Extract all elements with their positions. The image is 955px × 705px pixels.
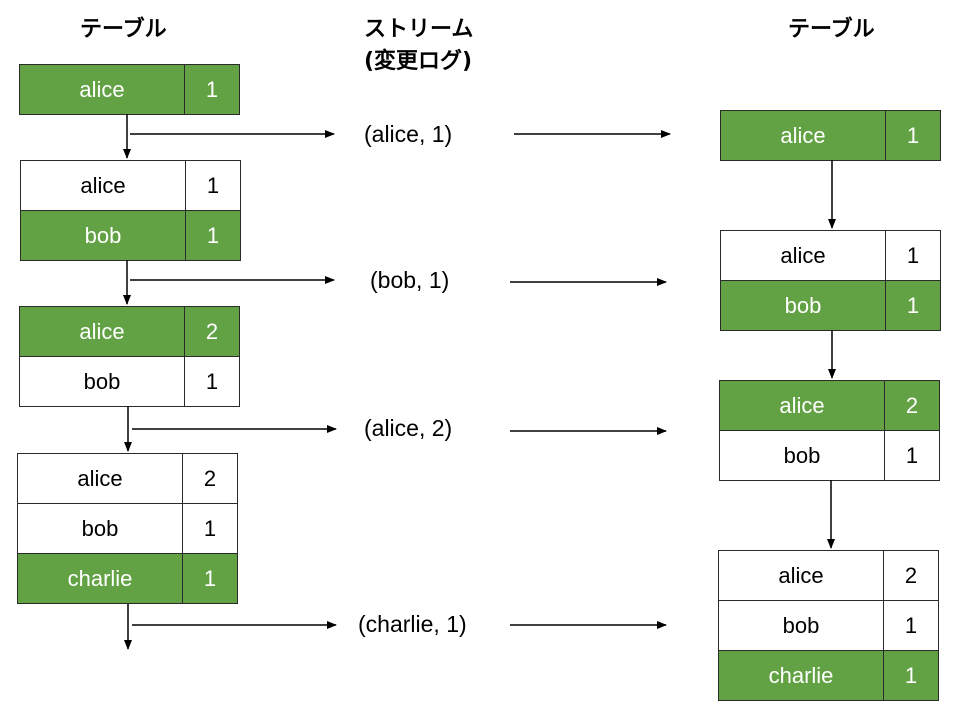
value-cell: 1	[206, 222, 220, 248]
right-table-2: alice 1 bob 1	[720, 230, 941, 331]
value-cell: 1	[206, 172, 220, 198]
left-table-header: テーブル	[80, 17, 167, 42]
value-cell: 2	[904, 562, 918, 588]
table-row: bob 1	[18, 503, 237, 553]
right-table-3: alice 2 bob 1	[719, 380, 940, 481]
table-row: alice 1	[20, 65, 239, 114]
left-table-2: alice 1 bob 1	[20, 160, 241, 261]
table-row: charlie 1	[18, 553, 237, 603]
table-row: bob 1	[20, 356, 239, 406]
key-cell: bob	[20, 357, 185, 406]
key-cell: bob	[719, 601, 884, 650]
table-row: alice 1	[721, 111, 940, 160]
key-cell: alice	[20, 307, 185, 356]
value-cell: 2	[905, 392, 919, 418]
table-row: alice 1	[21, 161, 240, 210]
left-table-4: alice 2 bob 1 charlie 1	[17, 453, 238, 604]
table-row: bob 1	[21, 210, 240, 260]
key-cell: alice	[20, 65, 185, 114]
key-cell: charlie	[18, 554, 183, 603]
stream-event-label: (bob, 1)	[370, 267, 450, 293]
stream-event-label: (charlie, 1)	[358, 611, 467, 637]
key-cell: bob	[18, 504, 183, 553]
stream-header-line2: (変更ログ)	[364, 49, 473, 74]
key-cell: bob	[720, 431, 885, 480]
key-cell: charlie	[719, 651, 884, 700]
table-row: bob 1	[721, 280, 940, 330]
right-table-header: テーブル	[788, 17, 875, 42]
table-row: alice 2	[18, 454, 237, 503]
value-cell: 2	[203, 465, 217, 491]
value-cell: 1	[906, 292, 920, 318]
table-row: alice 1	[721, 231, 940, 280]
value-cell: 1	[906, 242, 920, 268]
stream-event-label: (alice, 1)	[364, 121, 453, 147]
value-cell: 1	[904, 612, 918, 638]
key-cell: bob	[721, 281, 886, 330]
key-cell: alice	[720, 381, 885, 430]
key-cell: alice	[721, 111, 886, 160]
right-table-4: alice 2 bob 1 charlie 1	[718, 550, 939, 701]
key-cell: alice	[21, 161, 186, 210]
left-table-1: alice 1	[19, 64, 240, 115]
table-row: bob 1	[720, 430, 939, 480]
stream-header-line1: ストリーム	[364, 17, 474, 42]
right-table-1: alice 1	[720, 110, 941, 161]
value-cell: 1	[904, 662, 918, 688]
table-row: alice 2	[720, 381, 939, 430]
value-cell: 1	[906, 122, 920, 148]
value-cell: 1	[203, 515, 217, 541]
value-cell: 1	[203, 565, 217, 591]
key-cell: alice	[719, 551, 884, 600]
key-cell: alice	[18, 454, 183, 503]
table-row: charlie 1	[719, 650, 938, 700]
value-cell: 1	[205, 368, 219, 394]
value-cell: 2	[205, 318, 219, 344]
table-row: alice 2	[719, 551, 938, 600]
key-cell: alice	[721, 231, 886, 280]
table-row: alice 2	[20, 307, 239, 356]
left-table-3: alice 2 bob 1	[19, 306, 240, 407]
key-cell: bob	[21, 211, 186, 260]
stream-event-label: (alice, 2)	[364, 415, 453, 441]
value-cell: 1	[905, 442, 919, 468]
table-row: bob 1	[719, 600, 938, 650]
value-cell: 1	[205, 76, 219, 102]
